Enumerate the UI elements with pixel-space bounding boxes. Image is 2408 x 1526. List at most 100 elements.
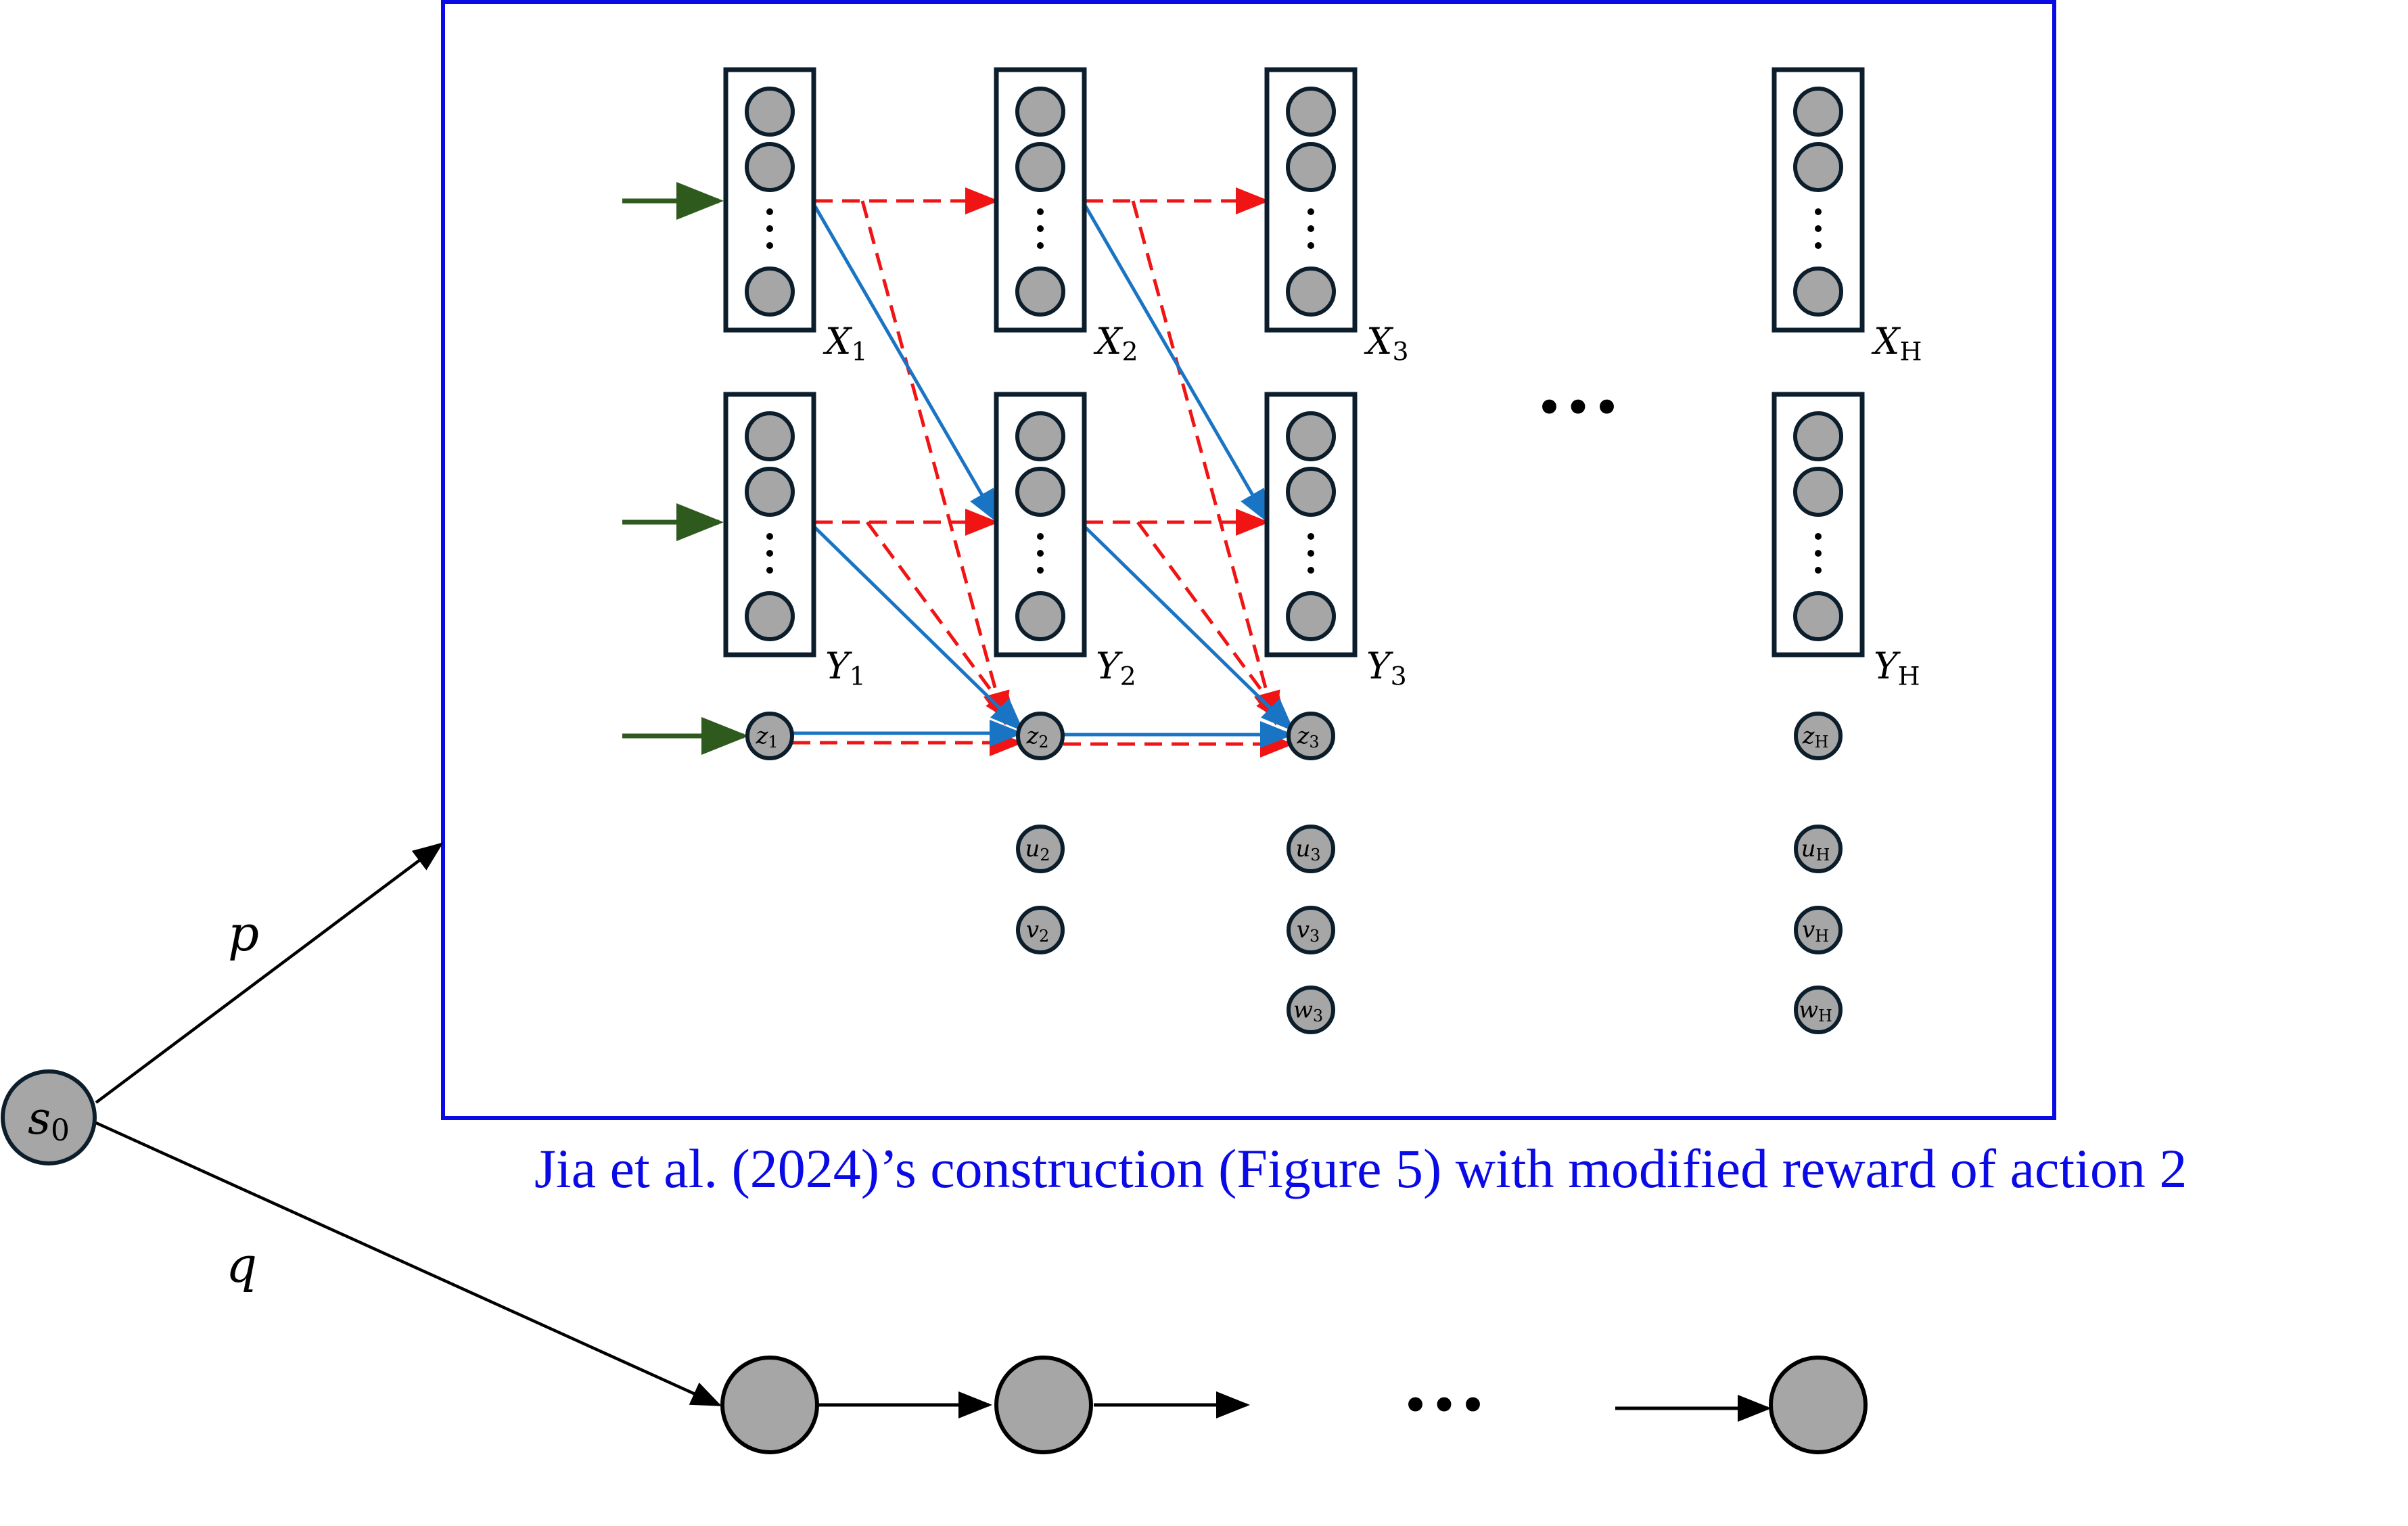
single-node-label-v2: v2 [1026,917,1049,946]
vertical-ellipsis-dot [1037,242,1044,249]
branch-label-p: p [228,905,259,962]
construction-edges [622,182,1295,758]
state-label-y1-letter: Y [825,645,852,687]
red-edge-y2-z3 [1136,521,1287,726]
state-label-x2-sub: 2 [1121,337,1138,367]
state-node [1793,411,1843,461]
state-node [1015,411,1065,461]
start-node-letter: s [28,1092,51,1144]
construction-frame [441,0,2056,1120]
vertical-ellipsis-dot [1307,225,1314,232]
state-label-y2-letter: Y [1096,645,1123,687]
single-node-v3: v3 [1287,906,1335,954]
state-label-y1: Y1 [825,645,866,691]
single-node-label-z3-sub: 3 [1309,733,1319,752]
vertical-ellipsis-dot [1037,567,1044,574]
single-node-label-v2-letter: v [1026,917,1039,944]
branch-arrow-upper [95,842,444,1104]
single-node-u3: u3 [1287,825,1335,873]
single-node-label-z1-letter: z [755,722,768,749]
vertical-ellipsis-dot [1307,550,1314,557]
bottom-chain: ••• [720,1356,1868,1454]
single-node-label-vh-sub: H [1815,927,1829,946]
state-label-y3: Y3 [1366,645,1407,691]
red-edge-x2-z3 [1131,200,1280,726]
single-node-label-vh-letter: v [1802,917,1815,944]
start-node: s0 [1,1069,97,1165]
vertical-ellipsis-dot [1037,550,1044,557]
state-label-x3-sub: 3 [1392,337,1408,367]
vertical-ellipsis-dot [1037,225,1044,232]
single-node-label-uh-sub: H [1816,846,1830,864]
blue-edge-y2-z3 [1084,526,1295,732]
single-node-label-z3-letter: z [1296,722,1310,749]
vertical-ellipsis-dot [766,567,773,574]
vertical-ellipsis-dot [1815,550,1822,557]
state-box-y1: Y1 [723,392,866,691]
state-node [1015,591,1065,641]
blue-edge-y1-z2 [814,526,1024,732]
vertical-ellipsis-dot [1815,567,1822,574]
state-label-yh-letter: Y [1874,645,1901,687]
state-node [1015,142,1065,192]
state-label-y1-sub: 1 [850,662,866,691]
vertical-ellipsis-dot [1815,208,1822,215]
single-node-label-u2-letter: u [1025,835,1040,862]
single-node-label-u3: u3 [1295,835,1320,864]
state-node [745,467,795,517]
state-node [1793,467,1843,517]
vertical-ellipsis-dot [1815,242,1822,249]
single-node-z1: z1 [745,712,794,760]
state-node [1286,467,1336,517]
state-label-xh-sub: H [1899,337,1922,367]
state-box-y3: Y3 [1264,392,1407,691]
state-box-x1: X1 [723,67,868,367]
single-node-label-u2-sub: 2 [1040,846,1050,864]
vertical-ellipsis-dot [766,208,773,215]
state-node [745,591,795,641]
state-node [1793,87,1843,137]
state-box-xh: XH [1772,67,1922,367]
state-node [1286,267,1336,317]
single-node-label-z1-sub: 1 [768,733,778,752]
vertical-ellipsis-dot [1307,242,1314,249]
single-node-u2: u2 [1016,825,1065,873]
state-label-x2: X2 [1093,320,1138,367]
branch-label-q: q [226,1236,257,1293]
single-node-label-uh-letter: u [1801,835,1816,862]
vertical-ellipsis-dot [766,225,773,232]
vertical-ellipsis-dot [1307,533,1314,540]
state-box-x2: X2 [994,67,1138,367]
single-node-v2: v2 [1016,906,1065,954]
state-label-xh: XH [1871,320,1922,367]
single-node-label-v3-sub: 3 [1310,927,1320,946]
blue-edge-x1-y2 [813,205,999,524]
single-node-label-z2-sub: 2 [1038,733,1048,752]
state-label-xh-letter: X [1871,320,1901,363]
single-node-label-u2: u2 [1025,835,1050,864]
red-dashed-edges [793,187,1294,758]
state-box-x3: X3 [1264,67,1409,367]
single-node-label-wh-letter: w [1799,996,1818,1023]
single-node-label-u3-letter: u [1295,835,1310,862]
chain-node-2 [994,1356,1093,1454]
single-node-zh: zH [1794,712,1843,760]
figure-caption: Jia et al. (2024)’s construction (Figure… [534,1138,2187,1199]
state-node [745,411,795,461]
single-node-label-v3-letter: v [1297,917,1310,944]
state-node [1015,87,1065,137]
single-node-label-z2-letter: z [1025,722,1039,749]
single-node-label-zh-sub: H [1815,733,1829,752]
blue-edge-x2-y3 [1084,205,1270,524]
state-label-y3-letter: Y [1366,645,1393,687]
single-node-w3: w3 [1287,986,1335,1034]
vertical-ellipsis-dot [1037,208,1044,215]
single-node-uh: uH [1794,825,1843,873]
single-node-label-vh: vH [1802,917,1829,946]
state-node [1793,142,1843,192]
